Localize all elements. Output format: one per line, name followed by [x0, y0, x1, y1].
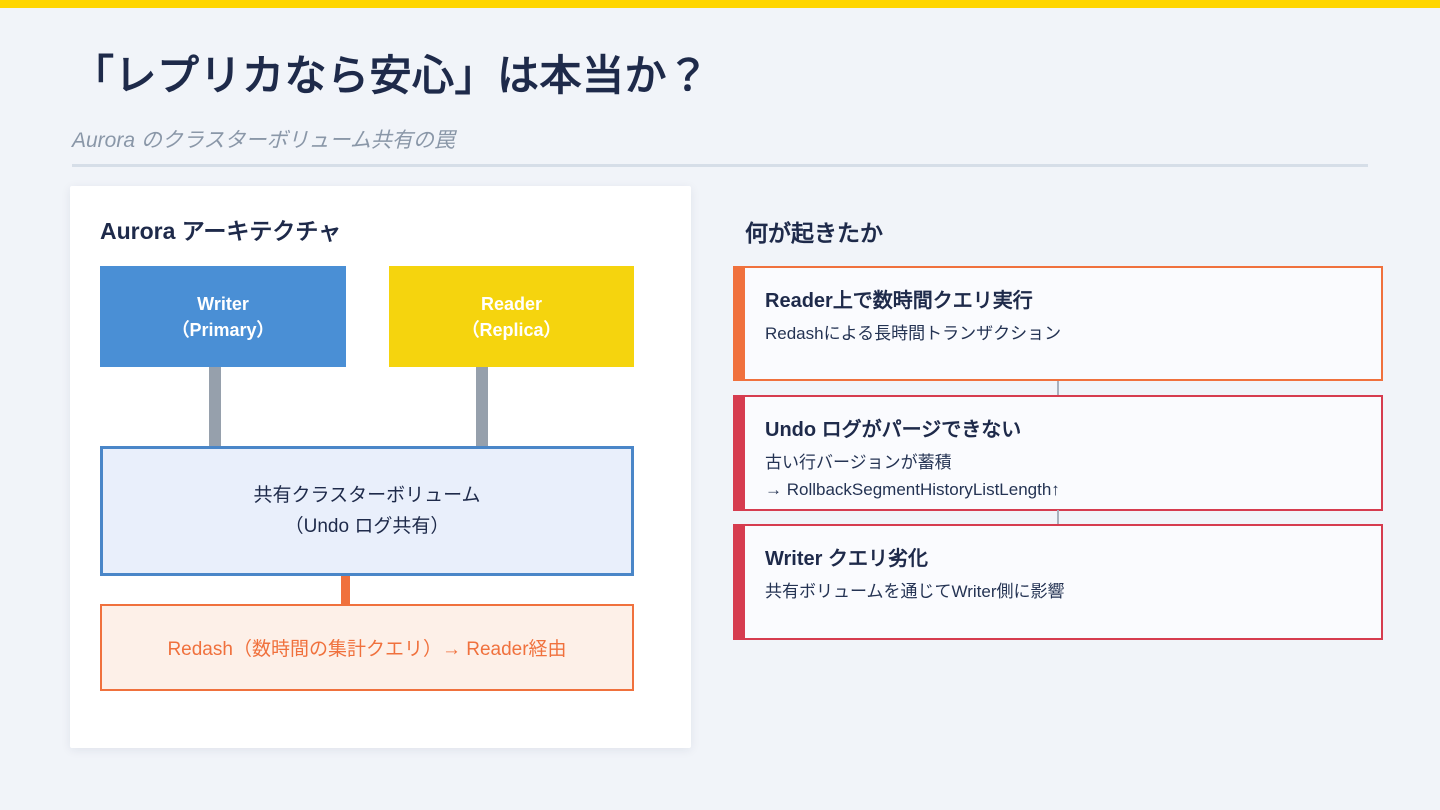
redash-node: Redash（数時間の集計クエリ）→ Reader経由	[100, 604, 634, 691]
reader-node-role: （Replica）	[461, 319, 562, 340]
architecture-card: Aurora アーキテクチャ Writer （Primary） Reader （…	[70, 186, 691, 748]
events-heading: 何が起きたか	[745, 220, 883, 246]
event-card-title: Reader上で数時間クエリ実行	[765, 290, 1033, 312]
reader-connector-line	[476, 367, 488, 447]
reader-node: Reader （Replica）	[389, 266, 634, 367]
shared-cluster-volume-node: 共有クラスターボリューム （Undo ログ共有）	[100, 446, 634, 576]
event-card-undo-purge: Undo ログがパージできない 古い行バージョンが蓄積 → RollbackSe…	[733, 395, 1383, 511]
event-card-writer-degradation: Writer クエリ劣化 共有ボリュームを通じてWriter側に影響	[733, 524, 1383, 640]
event-card-body: 共有ボリュームを通じてWriter側に影響	[765, 578, 1065, 605]
event-card-body: Redashによる長時間トランザクション	[765, 320, 1061, 347]
event-card-body: 古い行バージョンが蓄積 → RollbackSegmentHistoryList…	[765, 449, 1060, 503]
event-card-body-line: 古い行バージョンが蓄積	[765, 453, 952, 472]
event-card-accent-bar	[735, 397, 745, 509]
event-flow-connector	[1057, 510, 1059, 524]
shared-volume-label: 共有クラスターボリューム	[253, 485, 481, 506]
writer-node-name: Writer	[197, 293, 249, 314]
redash-label: Redash（数時間の集計クエリ）→ Reader経由	[167, 639, 567, 660]
writer-node: Writer （Primary）	[100, 266, 346, 367]
page-title: 「レプリカなら安心」は本当か？	[72, 52, 710, 99]
event-card-body-line: → RollbackSegmentHistoryListLength↑	[765, 480, 1060, 499]
event-card-title: Undo ログがパージできない	[765, 419, 1022, 441]
event-card-body-line: 共有ボリュームを通じてWriter側に影響	[765, 582, 1065, 601]
top-accent-bar	[0, 0, 1440, 8]
writer-node-role: （Primary）	[171, 319, 275, 340]
writer-connector-line	[209, 367, 221, 447]
page-subtitle: Aurora のクラスターボリューム共有の罠	[72, 129, 455, 152]
redash-connector-line	[341, 576, 350, 604]
reader-node-name: Reader	[480, 293, 543, 314]
architecture-heading: Aurora アーキテクチャ	[100, 218, 342, 244]
event-card-body-line: Redashによる長時間トランザクション	[765, 324, 1062, 343]
event-flow-connector	[1057, 381, 1059, 395]
header-divider	[72, 164, 1368, 167]
shared-volume-sublabel: （Undo ログ共有）	[284, 516, 450, 537]
event-card-reader-query: Reader上で数時間クエリ実行 Redashによる長時間トランザクション	[733, 266, 1383, 381]
event-card-title: Writer クエリ劣化	[765, 548, 928, 570]
event-card-accent-bar	[735, 268, 745, 379]
event-card-accent-bar	[735, 526, 745, 638]
